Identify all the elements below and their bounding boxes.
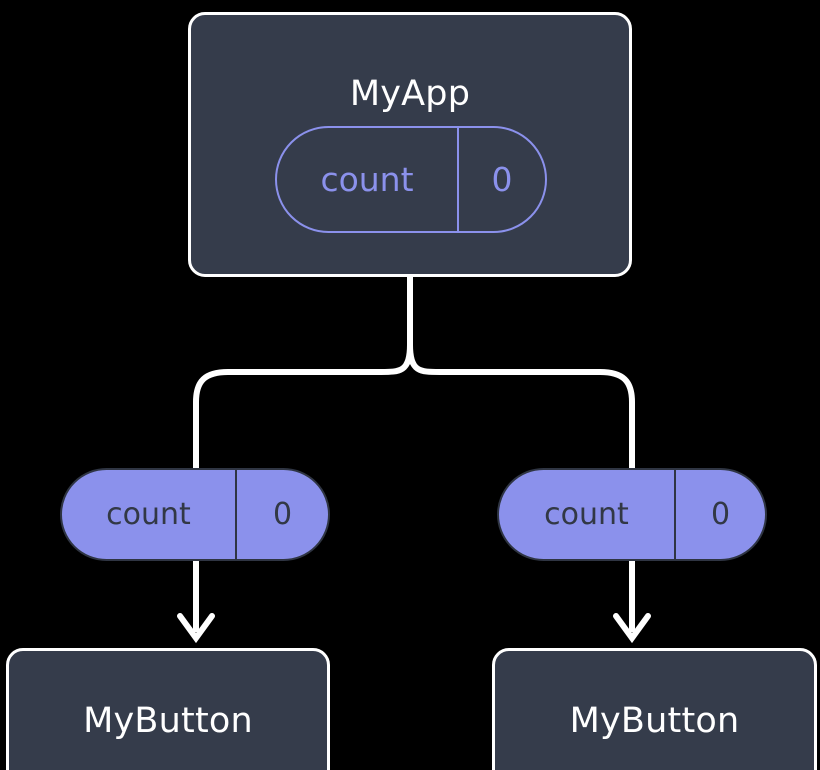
state-chip-key: count xyxy=(106,496,191,532)
state-chip-value: 0 xyxy=(674,470,765,559)
arrow-head-left-icon xyxy=(177,613,215,644)
connector-branch-right xyxy=(407,342,635,471)
state-pill-key: count xyxy=(320,160,414,199)
component-node-title: MyButton xyxy=(569,700,740,741)
state-chip-value: 0 xyxy=(235,470,328,559)
state-pill-root[interactable]: count 0 xyxy=(275,126,547,233)
component-node-mybutton-right[interactable]: MyButton xyxy=(492,648,817,770)
state-chip-right[interactable]: count 0 xyxy=(497,468,767,561)
component-node-mybutton-left[interactable]: MyButton xyxy=(6,648,330,770)
state-pill-value: 0 xyxy=(457,128,545,231)
arrow-head-right-icon xyxy=(613,613,651,644)
state-chip-key: count xyxy=(544,496,629,532)
component-node-title: MyApp xyxy=(349,74,471,114)
component-node-title: MyButton xyxy=(83,700,253,741)
connector-branch-left xyxy=(193,342,413,471)
state-chip-left[interactable]: count 0 xyxy=(60,468,330,561)
